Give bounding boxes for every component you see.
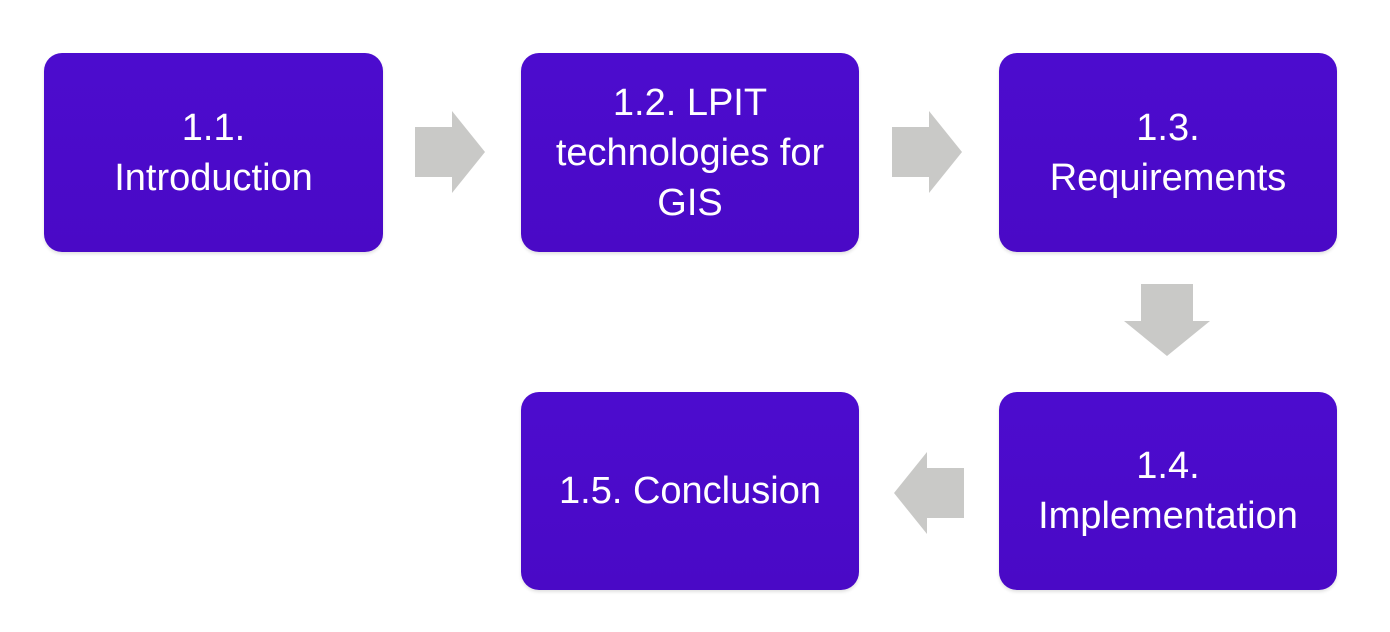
node-label-line: Introduction <box>114 156 313 199</box>
node-label-line: GIS <box>657 181 723 224</box>
node-implementation: 1.4. Implementation <box>999 392 1337 590</box>
node-label-line: 1.2. LPIT <box>612 81 768 124</box>
node-label-line: 1.4. <box>1136 445 1200 487</box>
node-label-line: 1.3. <box>1136 106 1200 149</box>
arrow-down-icon <box>1124 284 1210 356</box>
node-requirements: 1.3. Requirements <box>999 53 1337 252</box>
node-label-line: Requirements <box>1049 156 1287 199</box>
node-label-line: technologies for <box>555 131 825 174</box>
node-introduction: 1.1. Introduction <box>44 53 383 252</box>
node-label-line: 1.5. Conclusion <box>559 470 821 512</box>
arrow-left-shape <box>894 452 964 534</box>
arrow-right-shape <box>892 111 962 193</box>
node-lpit-technologies: 1.2. LPIT technologies for GIS <box>521 53 859 252</box>
node-conclusion: 1.5. Conclusion <box>521 392 859 590</box>
node-label-line: 1.1. <box>181 106 246 149</box>
arrow-right-shape <box>415 111 485 193</box>
node-label-line: Implementation <box>1038 495 1298 537</box>
arrow-right-icon <box>415 111 485 193</box>
arrow-down-shape <box>1124 284 1210 356</box>
arrow-right-icon <box>892 111 962 193</box>
arrow-left-icon <box>894 452 964 534</box>
